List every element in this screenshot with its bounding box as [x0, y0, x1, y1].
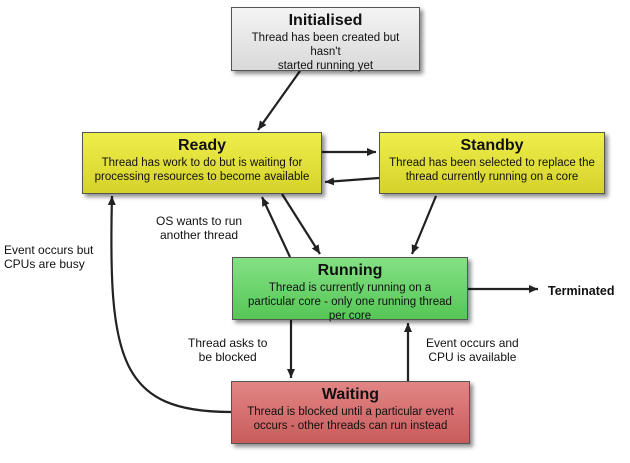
state-ready: Ready Thread has work to do but is waiti…: [82, 132, 322, 194]
label-event-cpu-available: Event occurs and CPU is available: [426, 336, 519, 364]
state-title: Ready: [177, 137, 227, 154]
state-waiting: Waiting Thread is blocked until a partic…: [231, 381, 470, 444]
state-title: Waiting: [321, 386, 380, 403]
arrow-waiting-to-ready: [107, 195, 232, 414]
state-description: Thread is currently running on a particu…: [248, 282, 452, 322]
state-description: Thread has been created but hasn't start…: [251, 32, 400, 72]
label-os-wants-to-run: OS wants to run another thread: [156, 214, 243, 242]
state-description: Thread has been selected to replace the …: [389, 157, 595, 183]
arrow-ready-to-running: [281, 193, 321, 255]
label-thread-asks-blocked: Thread asks to be blocked: [188, 336, 268, 364]
state-description: Thread is blocked until a particular eve…: [247, 406, 454, 432]
state-running: Running Thread is currently running on a…: [232, 257, 468, 322]
arrow-standby-to-running: [410, 195, 438, 255]
state-title: Standby: [460, 137, 524, 154]
state-standby: Standby Thread has been selected to repl…: [379, 132, 605, 194]
state-title: Initialised: [288, 12, 363, 29]
state-initialised: Initialised Thread has been created but …: [231, 7, 420, 72]
arrow-standby-to-ready: [324, 176, 380, 186]
state-description: Thread has work to do but is waiting for…: [94, 157, 310, 183]
arrow-initialised-to-ready: [257, 70, 301, 131]
state-title: Running: [317, 262, 383, 279]
label-terminated: Terminated: [548, 284, 615, 298]
label-event-cpus-busy: Event occurs but CPUs are busy: [4, 243, 94, 271]
arrow-running-to-ready: [261, 196, 291, 258]
